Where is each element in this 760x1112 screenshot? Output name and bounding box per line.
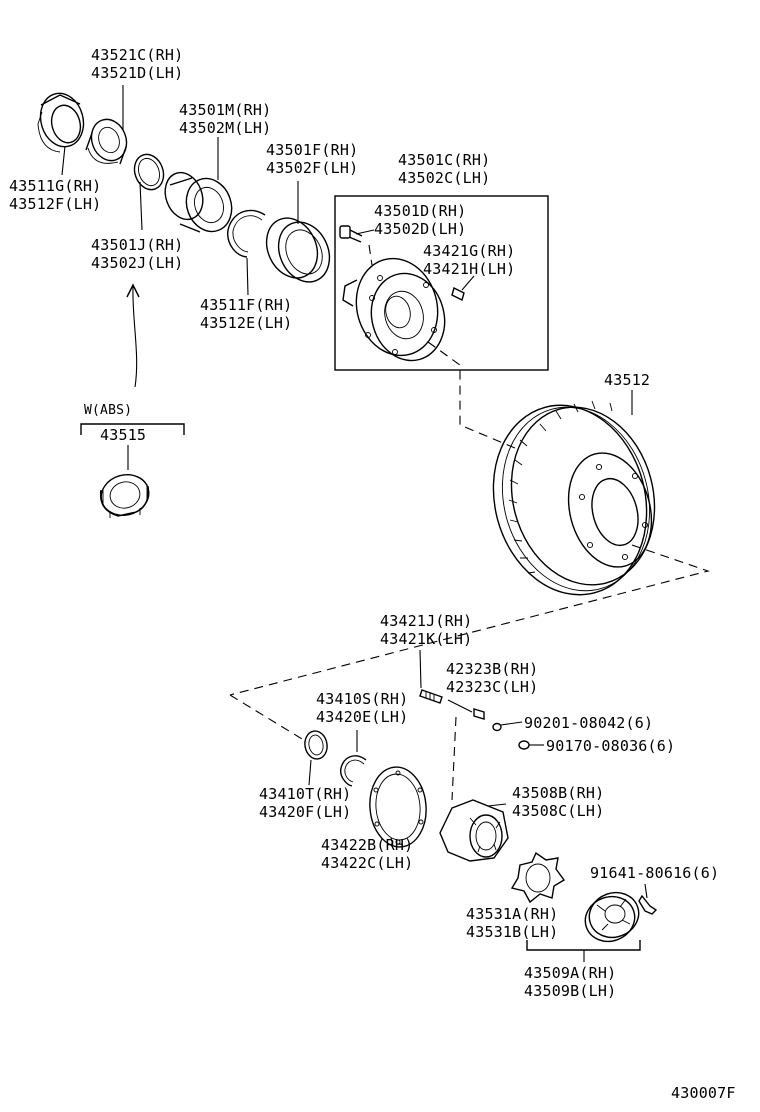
centerline-rotor-lower <box>229 544 710 696</box>
label-washer: 42323B(RH) 42323C(LH) <box>446 660 539 696</box>
nut-90170 <box>518 740 530 750</box>
label-abs-sensor-rotor: 43515 <box>100 426 147 444</box>
label-hub-sub-assembly: 43501D(RH) 43502D(LH) <box>374 202 467 238</box>
label-bearing-outer: 43501F(RH) 43502F(LH) <box>266 141 359 177</box>
washer-42323b <box>473 708 485 720</box>
label-gasket-43531: 43531A(RH) 43531B(LH) <box>466 905 559 941</box>
gasket-43531a <box>510 851 566 904</box>
label-bolt-91641: 91641-80616(6) <box>590 864 720 882</box>
hub-assembly-box <box>334 195 549 371</box>
label-abs-group: W(ABS) <box>84 403 133 418</box>
bolt-90201 <box>492 722 502 732</box>
label-nut-90170: 90170-08036(6) <box>546 737 676 755</box>
hub-43501d <box>342 244 446 362</box>
label-oil-seal-outer: 43511G(RH) 43512F(LH) <box>9 177 102 213</box>
label-hub-assembly: 43501C(RH) 43502C(LH) <box>398 151 491 187</box>
label-disc-rotor: 43512 <box>604 371 651 389</box>
snap-ring-43410s <box>339 755 367 787</box>
snap-ring-43501j <box>133 153 165 191</box>
ring-43410t <box>304 730 328 760</box>
disc-rotor-43512 <box>492 400 656 596</box>
label-flange-43508: 43508B(RH) 43508C(LH) <box>512 784 605 820</box>
centerline-lower-left <box>229 694 308 743</box>
hub-pin-43421g <box>451 286 465 302</box>
diagram-id: 430007F <box>671 1084 736 1102</box>
label-snap-ring-43410s: 43410S(RH) 43420E(LH) <box>316 690 409 726</box>
bearing-cup-43521 <box>85 118 128 165</box>
oil-seal-43511 <box>37 92 85 153</box>
stud-43421j <box>419 689 443 704</box>
gasket-43422b <box>369 766 427 848</box>
bolt-91641 <box>638 894 658 915</box>
hub-bolt-43502d <box>339 225 363 243</box>
bearing-43501m <box>164 171 233 233</box>
abs-sensor-rotor-43515 <box>99 474 150 518</box>
bearing-43501f <box>265 217 331 283</box>
label-gasket-43422: 43422B(RH) 43422C(LH) <box>321 836 414 872</box>
label-bearing-cup-outer: 43521C(RH) 43521D(LH) <box>91 46 184 82</box>
cap-43509a <box>584 891 640 943</box>
label-bearing-inner: 43501M(RH) 43502M(LH) <box>179 101 272 137</box>
abs-bracket <box>80 423 185 435</box>
snap-ring-43511f <box>227 209 266 258</box>
cap-bracket <box>526 940 641 951</box>
label-ring-43410t: 43410T(RH) 43420F(LH) <box>259 785 352 821</box>
label-hub-bolt: 43421G(RH) 43421H(LH) <box>423 242 516 278</box>
flange-43508b <box>439 799 509 862</box>
label-cap-43509: 43509A(RH) 43509B(LH) <box>524 964 617 1000</box>
label-snap-ring-small: 43501J(RH) 43502J(LH) <box>91 236 184 272</box>
label-stud-bolt: 43421J(RH) 43421K(LH) <box>380 612 473 648</box>
label-bolt-90201: 90201-08042(6) <box>524 714 654 732</box>
label-oil-seal-inner: 43511F(RH) 43512E(LH) <box>200 296 293 332</box>
centerline-hub-rotor <box>427 341 516 449</box>
centerline-lower-mid <box>451 716 457 801</box>
